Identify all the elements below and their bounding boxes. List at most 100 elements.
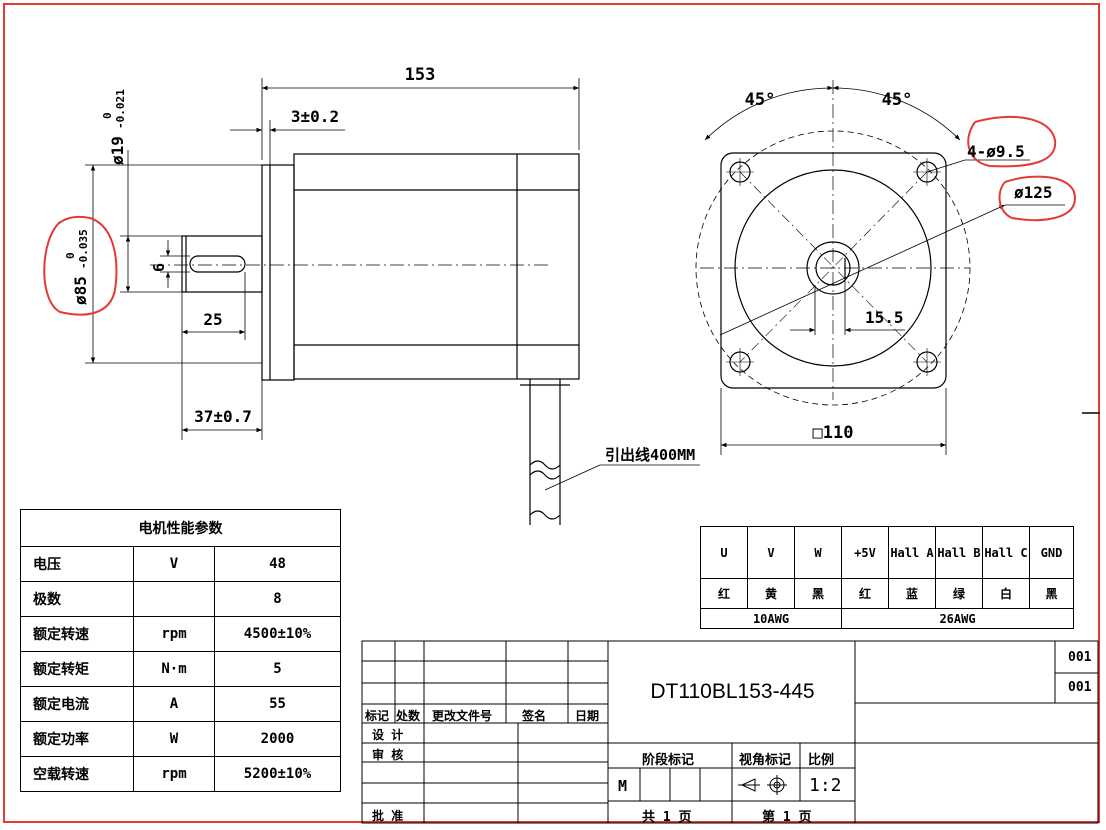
tb-design: 设 计 [372, 728, 404, 742]
dim-shaft-extension: 37±0.7 [194, 407, 252, 426]
value-cell: 5 [214, 651, 341, 687]
wiring-table: U V W +5V Hall A Hall B Hall C GND 红 黄 黑… [700, 526, 1074, 629]
table-row: 额定功率 W 2000 [20, 721, 341, 757]
param-cell: 电压 [20, 546, 134, 582]
square-flange [720, 152, 947, 389]
unit-cell: rpm [133, 756, 215, 792]
side-dimensions [85, 78, 700, 491]
unit-cell: N·m [133, 651, 215, 687]
value-cell: 48 [214, 546, 341, 582]
table-row: 额定电流 A 55 [20, 686, 341, 722]
color-cell: 红 [841, 578, 889, 609]
table-row: 空载转速 rpm 5200±10% [20, 756, 341, 792]
performance-table-caption: 电机性能参数 [20, 509, 341, 547]
tb-scale-value: 1:2 [809, 775, 842, 796]
gauge-cell: 10AWG [700, 608, 842, 629]
signal-cell: Hall A [888, 526, 936, 579]
tb-code-top: 001 [1068, 650, 1092, 665]
signal-cell: U [700, 526, 748, 579]
table-row: 极数 8 [20, 581, 341, 617]
drawing-title: DT110BL153-445 [650, 680, 815, 703]
dim-shaft-dia: ø19 [108, 136, 127, 165]
tb-header-count: 处数 [396, 709, 421, 723]
tb-view-label: 视角标记 [739, 753, 792, 768]
table-row: 额定转矩 N·m 5 [20, 651, 341, 687]
color-cell: 黄 [747, 578, 795, 609]
value-cell: 5200±10% [214, 756, 341, 792]
unit-cell: rpm [133, 616, 215, 652]
tb-approve: 批 准 [372, 809, 404, 823]
motor-body-outline [293, 153, 580, 380]
table-row: 红 黄 黑 红 蓝 绿 白 黑 [700, 578, 1074, 609]
color-cell: 白 [982, 578, 1030, 609]
param-cell: 额定电流 [20, 686, 134, 722]
dim-overall-length: 153 [405, 65, 436, 85]
dim-shaft-tol-upper: 0 [101, 112, 114, 119]
param-cell: 空载转速 [20, 756, 134, 792]
performance-table: 电机性能参数 电压 V 48 极数 8 额定转速 rpm 4500±10% 额定… [20, 509, 341, 792]
side-view [150, 153, 580, 525]
signal-cell: +5V [841, 526, 889, 579]
param-cell: 极数 [20, 581, 134, 617]
dim-pilot-tol-upper: 0 [64, 252, 77, 259]
unit-cell: A [133, 686, 215, 722]
tb-header-mark: 标记 [365, 709, 390, 723]
tb-total-pages: 共 1 页 [642, 810, 692, 825]
flange-outline [261, 164, 295, 381]
tb-stage-label: 阶段标记 [642, 753, 695, 768]
value-cell: 8 [214, 581, 341, 617]
dim-flange-thickness: 3±0.2 [291, 107, 339, 126]
value-cell: 2000 [214, 721, 341, 757]
color-cell: 黑 [1029, 578, 1074, 609]
tb-stage-value: M [618, 777, 628, 795]
tb-page-no: 第 1 页 [762, 810, 812, 825]
dim-lead-wire: 引出线400MM [605, 446, 695, 464]
color-cell: 红 [700, 578, 748, 609]
signal-cell: Hall C [982, 526, 1030, 579]
dim-angle-right: 45° [882, 90, 913, 110]
dim-key-width: 6 [150, 263, 168, 272]
tb-header-date: 日期 [575, 709, 600, 723]
param-cell: 额定转矩 [20, 651, 134, 687]
front-view [695, 80, 971, 406]
dim-mount-holes: 4-ø9.5 [967, 142, 1025, 161]
tb-code-bottom: 001 [1068, 680, 1092, 695]
unit-cell: W [133, 721, 215, 757]
dim-angle-left: 45° [745, 90, 776, 110]
tb-header-sign: 签名 [522, 709, 547, 723]
dim-shaft-tol-lower: -0.021 [114, 89, 127, 129]
table-row: U V W +5V Hall A Hall B Hall C GND [700, 526, 1074, 579]
dim-key-length: 25 [203, 310, 222, 329]
tb-review: 审 核 [372, 748, 404, 762]
signal-cell: V [747, 526, 795, 579]
dim-bolt-circle: ø125 [1014, 183, 1053, 202]
color-cell: 黑 [794, 578, 842, 609]
dim-square-size: □110 [813, 423, 854, 443]
signal-cell: W [794, 526, 842, 579]
table-row: 电压 V 48 [20, 546, 341, 582]
value-cell: 4500±10% [214, 616, 341, 652]
shaft-outline [181, 235, 263, 293]
value-cell: 55 [214, 686, 341, 722]
front-dimensions [704, 85, 1100, 455]
dim-flat-depth: 15.5 [865, 308, 904, 327]
color-cell: 绿 [935, 578, 983, 609]
dim-pilot-tol-lower: -0.035 [77, 229, 90, 269]
param-cell: 额定功率 [20, 721, 134, 757]
param-cell: 额定转速 [20, 616, 134, 652]
unit-cell [133, 581, 215, 617]
shaft-key [189, 255, 246, 273]
unit-cell: V [133, 546, 215, 582]
table-row: 额定转速 rpm 4500±10% [20, 616, 341, 652]
color-cell: 蓝 [888, 578, 936, 609]
signal-cell: GND [1029, 526, 1074, 579]
signal-cell: Hall B [935, 526, 983, 579]
tb-scale-label: 比例 [808, 753, 835, 768]
table-row: 10AWG 26AWG [700, 608, 1074, 629]
dim-pilot-dia: ø85 [71, 276, 90, 305]
tb-header-file: 更改文件号 [432, 709, 493, 723]
red-annotations [43, 115, 1077, 316]
gauge-cell: 26AWG [841, 608, 1074, 629]
